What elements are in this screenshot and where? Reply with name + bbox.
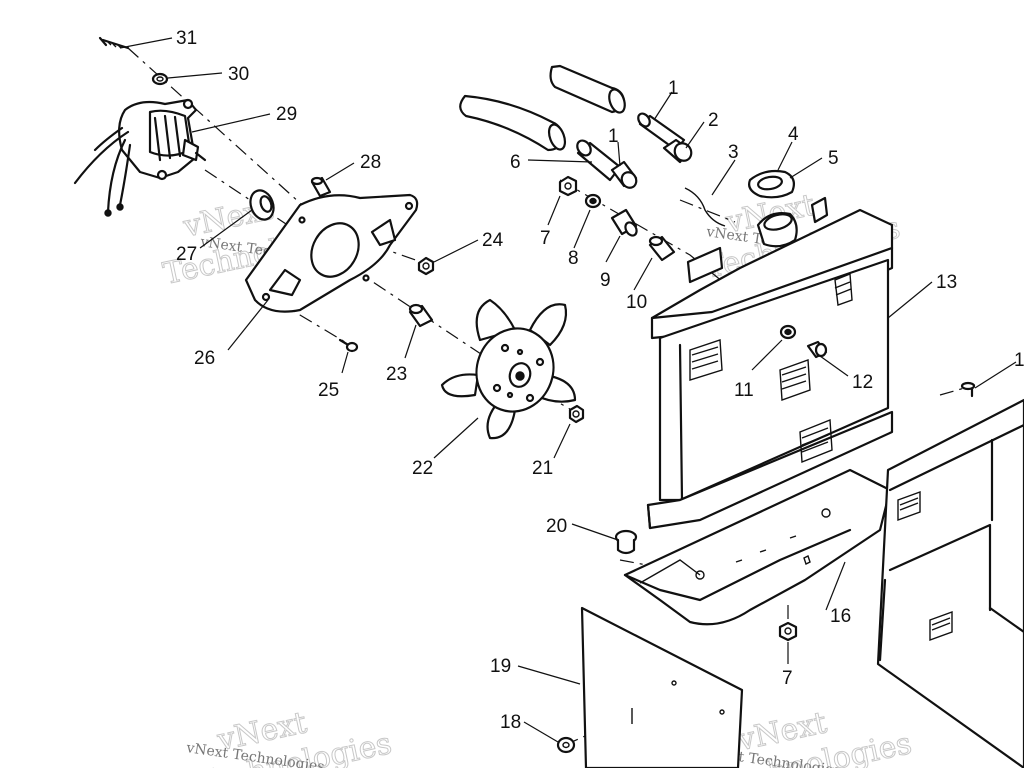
- radiator-13: [646, 196, 894, 530]
- washer-11: [779, 324, 797, 340]
- callout-3: 3: [728, 142, 739, 163]
- callout-26: 26: [194, 348, 215, 369]
- callout-23: 23: [386, 364, 407, 385]
- callout-7-lower: 7: [782, 668, 793, 689]
- callout-9: 9: [600, 270, 611, 291]
- callout-1-right: 1: [1014, 350, 1024, 371]
- hose-upper: [549, 64, 626, 114]
- callout-1-top: 1: [668, 78, 679, 99]
- spacer-9: [610, 208, 638, 237]
- shroud-base-16: [623, 468, 892, 626]
- callout-13: 13: [936, 272, 957, 293]
- nut-21: [568, 404, 585, 424]
- callout-2: 2: [708, 110, 719, 131]
- nut-24: [417, 256, 435, 276]
- washer-8: [584, 193, 602, 209]
- fan-motor-29: [73, 98, 207, 217]
- screw-25: [338, 338, 359, 353]
- callout-21: 21: [532, 458, 553, 479]
- callout-12: 12: [852, 372, 873, 393]
- callout-1-mid: 1: [608, 126, 619, 147]
- callout-6: 6: [510, 152, 521, 173]
- bolt-12: [806, 340, 828, 359]
- nut-7-top: [558, 175, 578, 197]
- callout-16: 16: [830, 606, 851, 627]
- washer-18: [556, 736, 576, 754]
- overflow-hose-3: [684, 187, 726, 227]
- callouts: 31 30 29 28 27 26 25 24 23 22 21 1 2 1 6…: [176, 28, 1024, 733]
- radiator-cap-4: [748, 169, 795, 199]
- callout-5: 5: [828, 148, 839, 169]
- spacer-23: [408, 303, 434, 328]
- callout-25: 25: [318, 380, 339, 401]
- spacer-28: [310, 176, 332, 198]
- screen-panel: [876, 398, 1024, 768]
- hose-lower: [459, 94, 567, 152]
- hose-pipe-6: [576, 139, 638, 189]
- callout-27: 27: [176, 244, 197, 265]
- callout-28: 28: [360, 152, 381, 173]
- callout-18: 18: [500, 712, 521, 733]
- screw-1-right: [960, 381, 976, 398]
- bushing-10: [648, 235, 676, 262]
- callout-4: 4: [788, 124, 799, 145]
- callout-31: 31: [176, 28, 197, 49]
- leader-lines: [119, 37, 1017, 743]
- washer-30: [151, 72, 169, 86]
- callout-10: 10: [626, 292, 647, 313]
- callout-8: 8: [568, 248, 579, 269]
- callout-11: 11: [734, 380, 754, 401]
- callout-22: 22: [412, 458, 433, 479]
- callout-20: 20: [546, 516, 567, 537]
- hose-clamp-2: [662, 138, 693, 164]
- callout-19: 19: [490, 656, 511, 677]
- callout-30: 30: [228, 64, 249, 85]
- callout-7-top: 7: [540, 228, 551, 249]
- nut-7-lower: [778, 621, 798, 642]
- mount-plate-26: [244, 193, 419, 313]
- callout-29: 29: [276, 104, 297, 125]
- fan-blade-22: [440, 298, 577, 440]
- grommet-27: [249, 189, 275, 221]
- callout-24: 24: [482, 230, 504, 251]
- screw-31: [98, 36, 130, 50]
- side-panel-19: [580, 606, 744, 768]
- grommet-20: [614, 529, 638, 555]
